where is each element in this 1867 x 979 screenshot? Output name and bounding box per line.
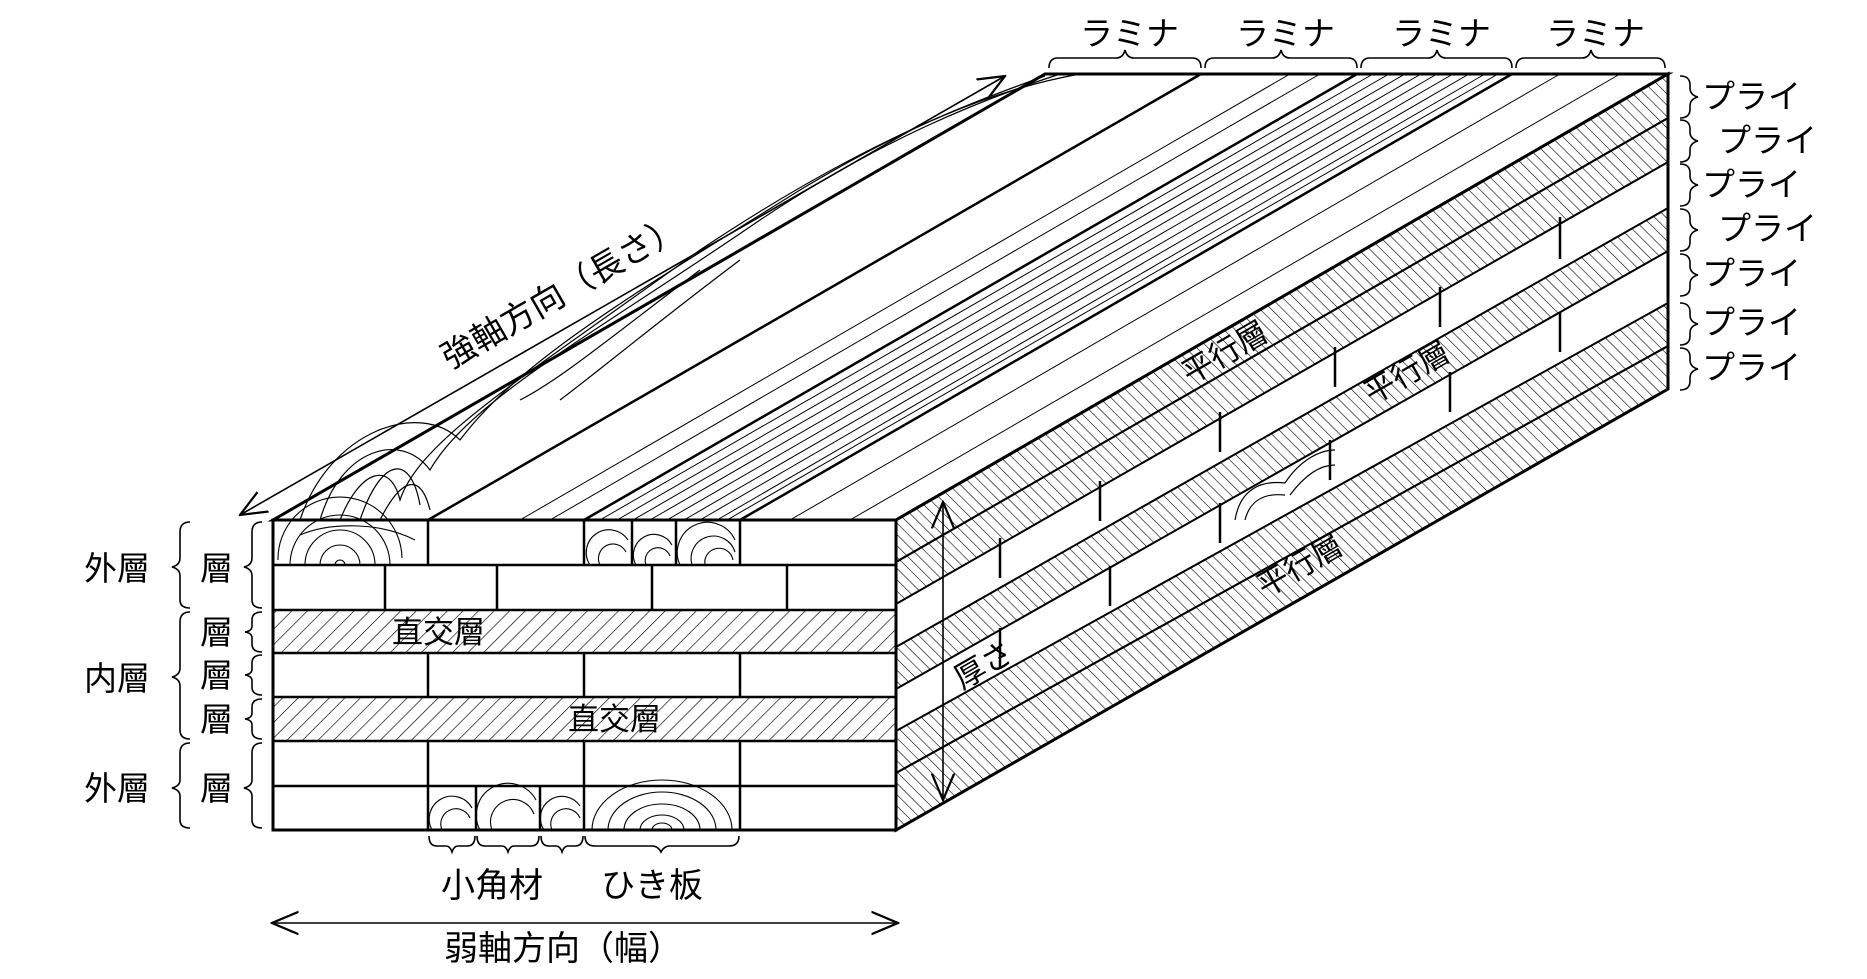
inner-layer-label: 内層 <box>84 659 150 698</box>
outer-layer-label-top: 外層 <box>84 549 150 588</box>
layer-mark-2: 層 <box>200 613 233 652</box>
ply-label-7: プライ <box>1702 348 1801 387</box>
layer-mark-3: 層 <box>200 656 233 695</box>
weak-axis-label: 弱軸方向（幅） <box>444 929 682 969</box>
layer-mark-1: 層 <box>200 549 233 588</box>
ply-label-1: プライ <box>1702 77 1801 116</box>
sawn-board-label: ひき板 <box>601 866 703 906</box>
board-braces <box>428 835 740 855</box>
layer-mark-4: 層 <box>200 700 233 739</box>
lamina-label-4: ラミナ <box>1546 14 1645 53</box>
ply-braces <box>1679 75 1699 391</box>
side-face <box>894 71 1670 833</box>
ply-label-5: プライ <box>1702 254 1801 293</box>
cross-layer-1 <box>271 608 898 655</box>
small-timber-label: 小角材 <box>441 866 543 906</box>
lamina-label-1: ラミナ <box>1080 14 1179 53</box>
lamina-braces <box>1048 49 1666 69</box>
ply-label-6: プライ <box>1702 303 1801 342</box>
lamina-label-2: ラミナ <box>1236 14 1335 53</box>
cross-layer-label-2: 直交層 <box>568 702 661 738</box>
lamina-label-3: ラミナ <box>1392 14 1491 53</box>
strong-axis-arrow <box>240 76 1005 515</box>
cross-layer-2 <box>271 695 898 743</box>
layer-braces <box>171 521 263 829</box>
cross-layer-label-1: 直交層 <box>392 615 485 651</box>
ply-label-2: プライ <box>1718 121 1817 160</box>
ply-label-4: プライ <box>1718 209 1817 248</box>
outer-layer-label-bottom: 外層 <box>84 769 150 808</box>
layer-mark-5: 層 <box>200 769 233 808</box>
front-face <box>271 496 898 832</box>
end-grain <box>1234 449 1336 521</box>
ply-label-3: プライ <box>1702 165 1801 204</box>
